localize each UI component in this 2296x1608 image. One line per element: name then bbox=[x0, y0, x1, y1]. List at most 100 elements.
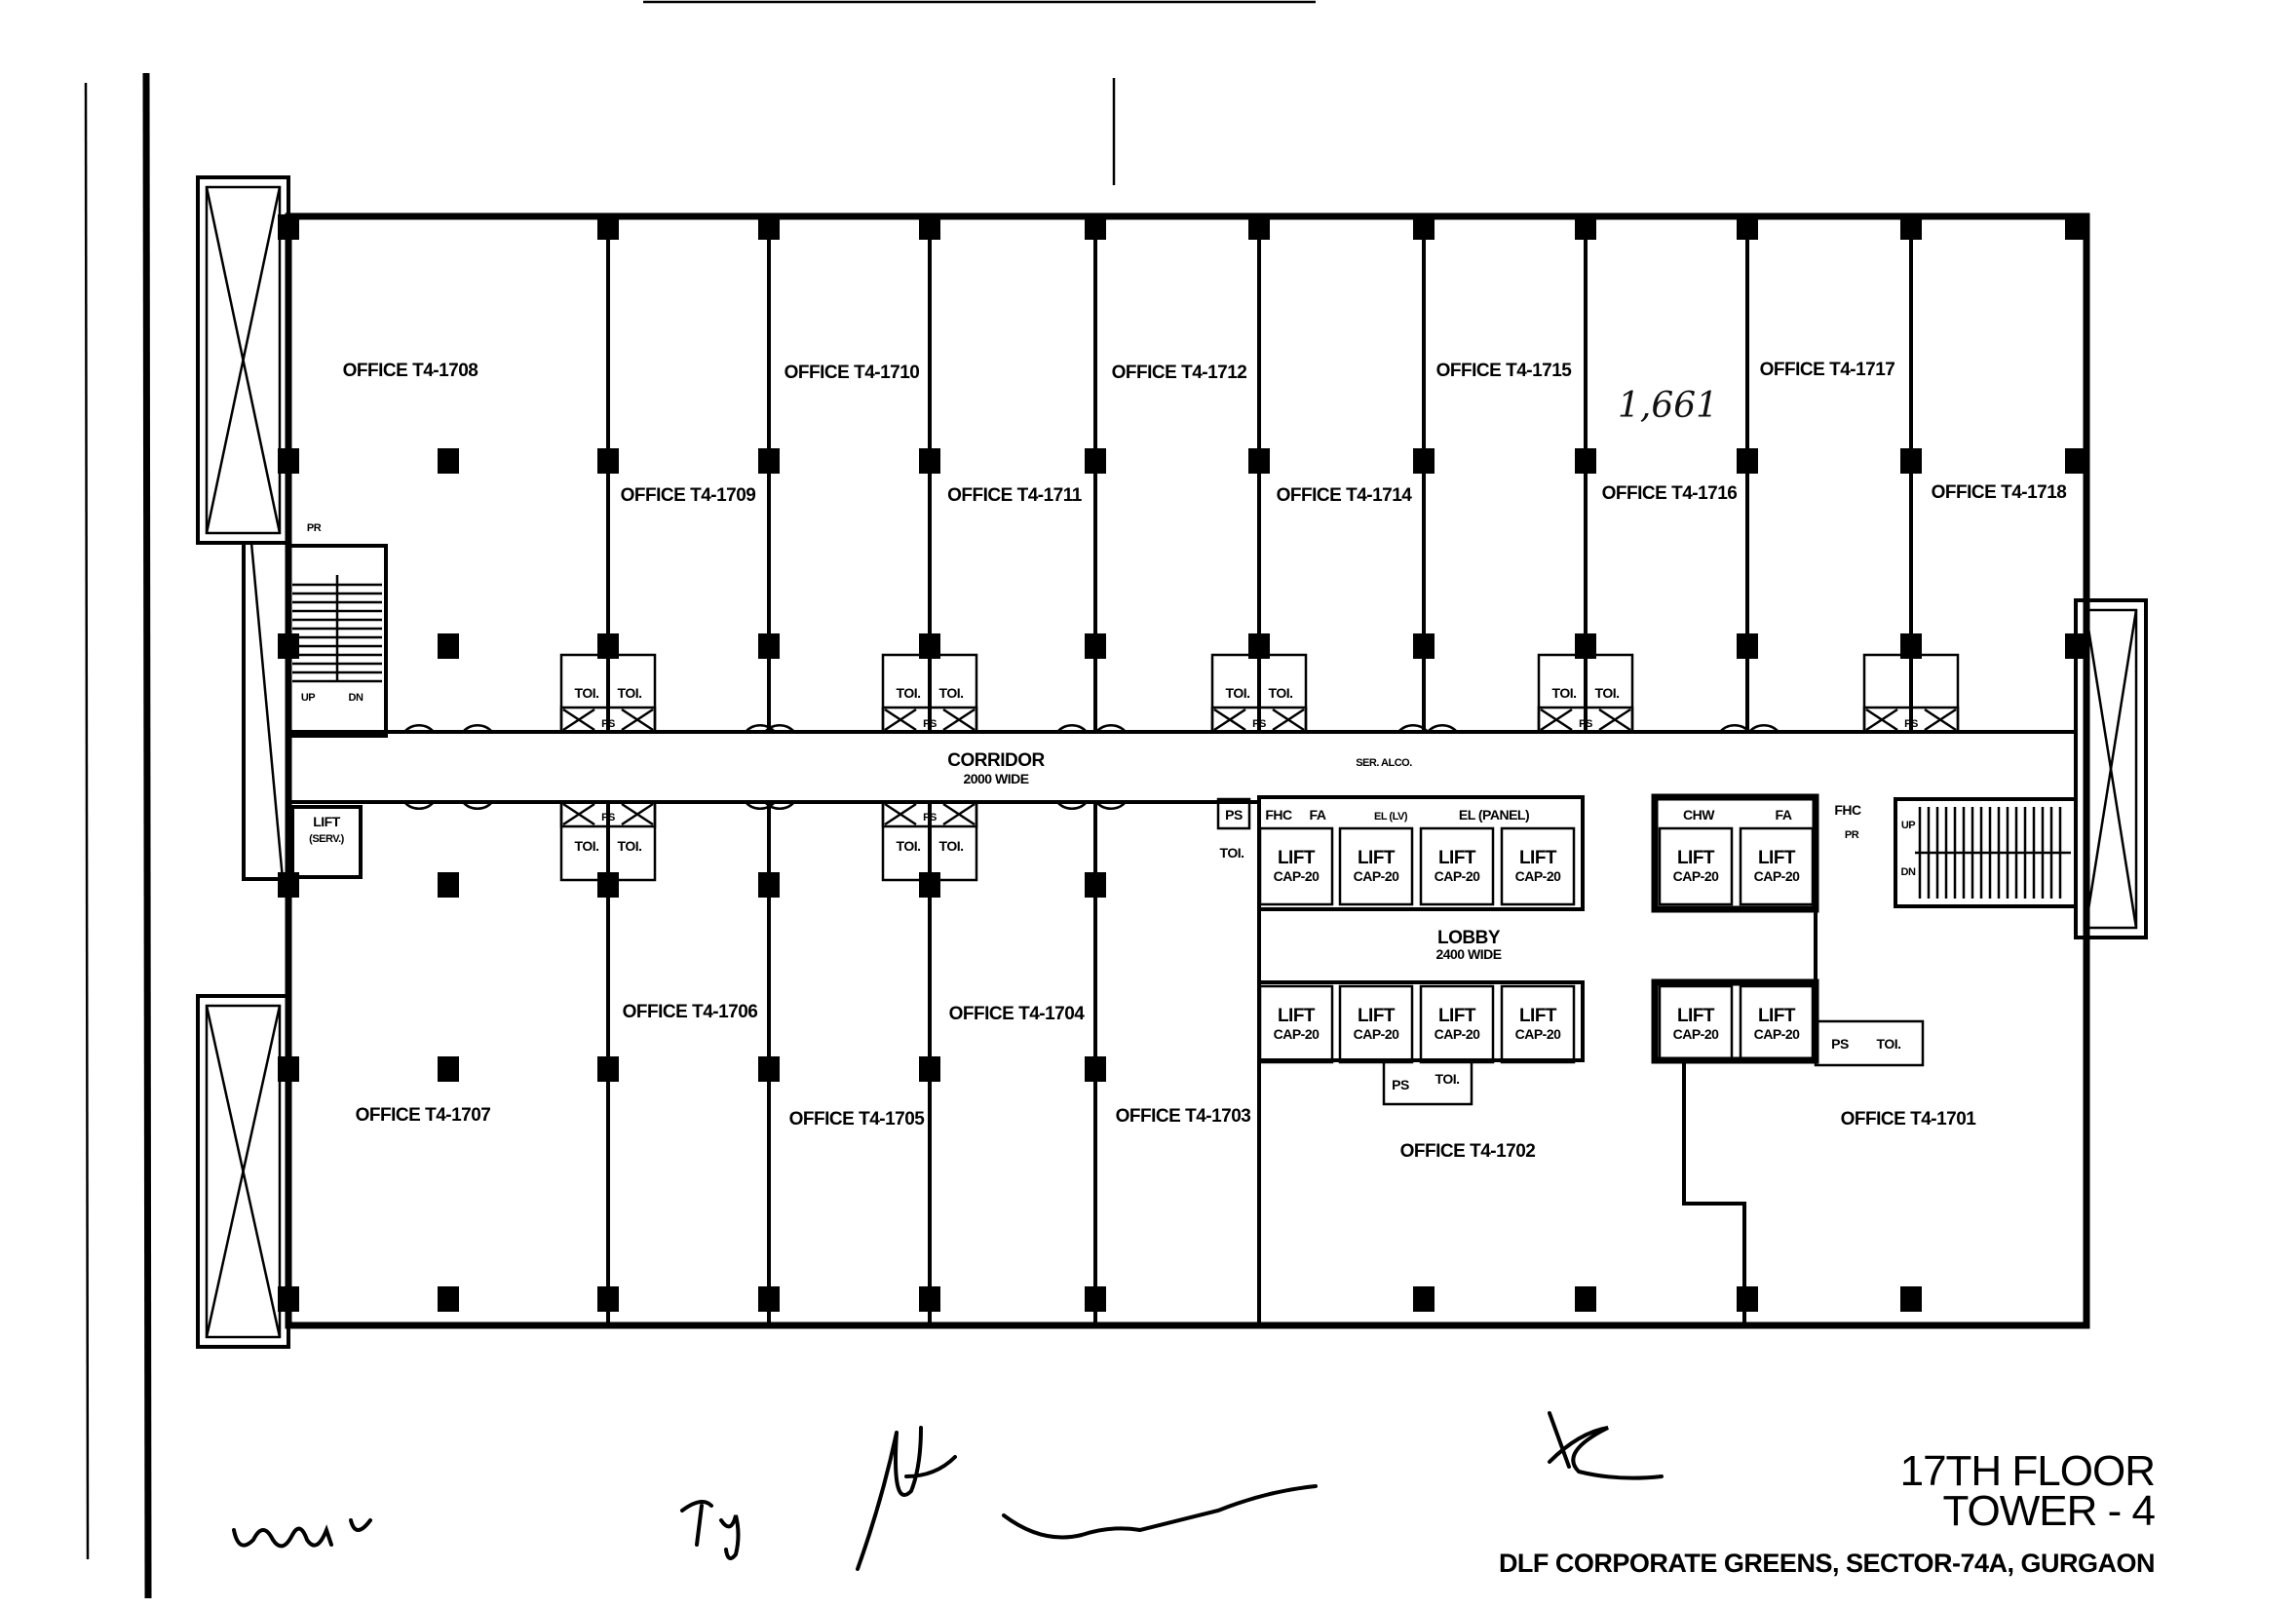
column bbox=[2065, 214, 2086, 240]
ps-shaft bbox=[1862, 706, 1960, 734]
lift-label: LIFT bbox=[1438, 848, 1476, 868]
lift-label: LIFT bbox=[1438, 1006, 1476, 1026]
lift-core-left-top bbox=[1257, 795, 1585, 911]
lift-capacity: CAP-20 bbox=[1274, 1026, 1320, 1042]
margin-line bbox=[142, 72, 152, 1599]
lift-capacity: CAP-20 bbox=[1354, 868, 1400, 884]
svg-text:DN: DN bbox=[349, 692, 364, 704]
column bbox=[278, 214, 299, 240]
staircase-left bbox=[287, 544, 388, 738]
column bbox=[438, 1286, 459, 1312]
column bbox=[438, 1056, 459, 1082]
signatures bbox=[232, 1411, 1664, 1571]
ps-label: PS bbox=[601, 812, 615, 823]
right-shaft bbox=[2074, 598, 2148, 939]
column bbox=[1737, 214, 1758, 240]
signature-2 bbox=[680, 1500, 741, 1560]
shaft-cross-icon bbox=[562, 708, 654, 732]
door-swing bbox=[1056, 723, 1088, 733]
toilet-label: TOI. bbox=[618, 838, 642, 854]
handwritten-area-note: 1,661 bbox=[1618, 386, 1718, 426]
tower-title: TOWER - 4 bbox=[1942, 1487, 2155, 1535]
column bbox=[758, 633, 780, 659]
column bbox=[1248, 633, 1270, 659]
toilet-label: TOI. bbox=[1595, 685, 1620, 701]
column bbox=[919, 872, 940, 898]
service-labels: PS FHC FA EL (LV) EL (PANEL) SER. ALCO. … bbox=[301, 522, 1917, 1092]
toilet-block: TOI.TOI.PS bbox=[559, 653, 657, 734]
office-label: OFFICE T4-1712 bbox=[1112, 363, 1247, 383]
lobby-width: 2400 WIDE bbox=[1435, 946, 1501, 962]
column bbox=[919, 1286, 940, 1312]
column bbox=[278, 448, 299, 474]
svg-text:(SERV.): (SERV.) bbox=[309, 833, 344, 845]
column bbox=[278, 633, 299, 659]
svg-text:DN: DN bbox=[1901, 866, 1916, 878]
lift-label: LIFT bbox=[1677, 1006, 1715, 1026]
staircase-right bbox=[1894, 797, 2078, 908]
lift-label: LIFT bbox=[1358, 1006, 1396, 1026]
lift-capacity: CAP-20 bbox=[1435, 1026, 1481, 1042]
lift-car bbox=[1500, 826, 1576, 906]
lift-capacity: CAP-20 bbox=[1673, 1026, 1720, 1042]
toilet-block: PS bbox=[1862, 653, 1960, 734]
ps-shaft bbox=[881, 800, 978, 828]
office-label: OFFICE T4-1707 bbox=[356, 1105, 491, 1126]
column bbox=[1085, 1056, 1106, 1082]
column bbox=[1248, 448, 1270, 474]
service-lift bbox=[290, 805, 363, 879]
column bbox=[758, 1286, 780, 1312]
column bbox=[597, 633, 619, 659]
toilet-label: TOI. bbox=[939, 838, 964, 854]
svg-text:FA: FA bbox=[1310, 807, 1326, 823]
lift-capacity: CAP-20 bbox=[1435, 868, 1481, 884]
shaft-cross-icon bbox=[884, 802, 976, 826]
svg-text:TOI.: TOI. bbox=[1877, 1036, 1901, 1052]
column bbox=[1413, 1286, 1435, 1312]
column bbox=[597, 448, 619, 474]
office-label: OFFICE T4-1704 bbox=[949, 1004, 1086, 1024]
door-swing bbox=[1748, 723, 1779, 733]
column bbox=[1575, 448, 1596, 474]
column bbox=[1085, 214, 1106, 240]
column bbox=[1085, 448, 1106, 474]
shaft-cross-icon bbox=[884, 708, 976, 732]
column bbox=[1737, 1286, 1758, 1312]
door-swing bbox=[745, 723, 776, 733]
lift-label: LIFT bbox=[1758, 1006, 1796, 1026]
door-swing bbox=[462, 801, 493, 811]
svg-text:EL (LV): EL (LV) bbox=[1374, 811, 1408, 823]
lift-label: LIFT bbox=[1519, 848, 1557, 868]
door-swing bbox=[1397, 723, 1429, 733]
lift-capacity: CAP-20 bbox=[1354, 1026, 1400, 1042]
ps-toilet-box bbox=[1814, 1019, 1925, 1067]
lobby-label: LOBBY bbox=[1437, 928, 1501, 948]
office-labels: OFFICE T4-1708 OFFICE T4-1709 OFFICE T4-… bbox=[343, 360, 2067, 1162]
column bbox=[597, 1056, 619, 1082]
lift-label: LIFT bbox=[1278, 1006, 1316, 1026]
column bbox=[438, 448, 459, 474]
office-label: OFFICE T4-1711 bbox=[947, 485, 1083, 506]
lift-capacity: CAP-20 bbox=[1673, 868, 1720, 884]
corridor-width: 2000 WIDE bbox=[963, 771, 1028, 786]
toilet-block: TOI.TOI.PS bbox=[1210, 653, 1308, 734]
lift-capacity: CAP-20 bbox=[1754, 1026, 1801, 1042]
toilet-label: TOI. bbox=[897, 685, 921, 701]
door-swing bbox=[1095, 723, 1127, 733]
office-label: OFFICE T4-1706 bbox=[623, 1002, 758, 1022]
left-shaft-bottom bbox=[196, 994, 290, 1349]
lift-label: LIFT bbox=[1677, 848, 1715, 868]
office-label: OFFICE T4-1705 bbox=[789, 1109, 926, 1129]
svg-text:PS: PS bbox=[1225, 807, 1243, 823]
office-label: OFFICE T4-1701 bbox=[1841, 1109, 1977, 1129]
door-swing bbox=[403, 801, 435, 811]
column bbox=[919, 214, 940, 240]
shaft-cross-icon bbox=[1540, 708, 1631, 732]
